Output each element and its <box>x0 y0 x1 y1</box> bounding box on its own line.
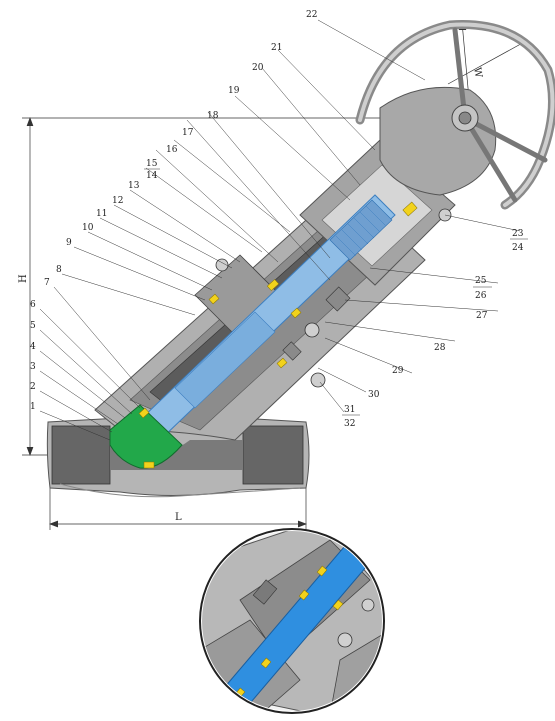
callout-19: 19 <box>228 86 240 96</box>
width-label: W <box>471 67 484 80</box>
callout-10: 10 <box>82 223 94 233</box>
callout-18: 18 <box>207 111 219 121</box>
callout-24: 24 <box>512 243 524 253</box>
callout-17: 17 <box>182 128 194 138</box>
callout-7: 7 <box>44 278 50 288</box>
callout-30: 30 <box>368 390 380 400</box>
callout-2: 2 <box>30 382 36 392</box>
callout-1: 1 <box>30 402 36 412</box>
callout-9: 9 <box>66 238 72 248</box>
callout-28: 28 <box>434 343 446 353</box>
callout-26: 26 <box>475 291 487 301</box>
callout-21: 21 <box>271 43 282 53</box>
length-label: L <box>175 512 182 523</box>
leader-lines <box>39 19 521 441</box>
callout-8: 8 <box>56 265 62 275</box>
handwheel <box>355 20 555 222</box>
callout-29: 29 <box>392 366 404 376</box>
callout-3: 3 <box>30 362 36 372</box>
callout-14: 14 <box>146 171 158 181</box>
detail-view <box>199 528 385 714</box>
callout-23: 23 <box>512 229 524 239</box>
callout-32: 32 <box>344 419 355 429</box>
callout-6: 6 <box>30 300 36 310</box>
height-dimension <box>22 117 380 456</box>
height-label: H <box>18 274 29 283</box>
callout-15: 15 <box>146 159 158 169</box>
callout-pair-lines <box>144 168 528 416</box>
callout-31: 31 <box>344 405 355 415</box>
callout-labels: 1 2 3 4 5 6 7 8 9 10 11 12 13 14 15 16 1… <box>30 10 524 429</box>
callout-25: 25 <box>475 276 487 286</box>
disc <box>109 404 183 469</box>
callout-11: 11 <box>96 209 107 219</box>
callout-20: 20 <box>252 63 264 73</box>
callout-22: 22 <box>306 10 317 20</box>
callout-4: 4 <box>30 342 36 352</box>
callout-27: 27 <box>476 311 488 321</box>
length-dimension <box>49 460 307 530</box>
callout-5: 5 <box>30 321 36 331</box>
callout-16: 16 <box>166 145 178 155</box>
callout-12: 12 <box>112 196 123 206</box>
callout-13: 13 <box>128 181 140 191</box>
